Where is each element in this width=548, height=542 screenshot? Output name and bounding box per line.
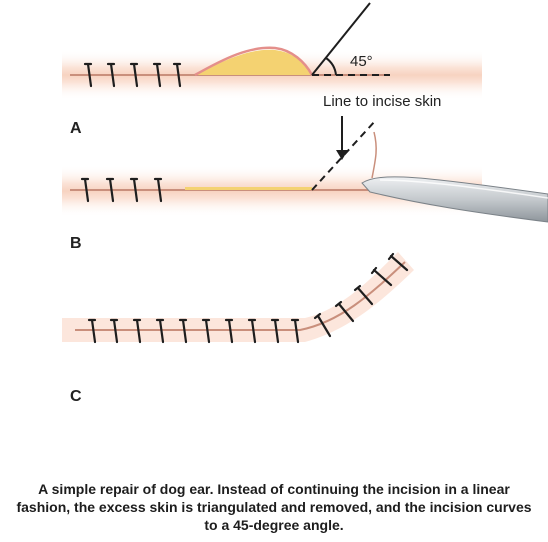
suture-group-a	[83, 62, 182, 88]
fat-strip-b	[185, 187, 312, 190]
panel-c	[62, 252, 414, 344]
suture	[109, 318, 119, 344]
suture-group-b	[80, 177, 163, 203]
suture	[224, 318, 234, 344]
suture	[178, 318, 188, 344]
panel-b	[62, 119, 548, 223]
suture	[80, 177, 90, 203]
dog-ear-repair-illustration: 45° Line to incise skin	[62, 2, 548, 344]
suture	[370, 266, 393, 287]
suture	[270, 318, 280, 344]
suture	[353, 284, 374, 306]
suture	[334, 300, 355, 323]
suture	[290, 318, 300, 344]
incision-line-c	[75, 261, 406, 331]
suture	[155, 318, 165, 344]
suture	[132, 318, 142, 344]
suture	[201, 318, 211, 344]
scalpel-blade	[361, 176, 548, 223]
suture	[87, 318, 97, 344]
suture	[172, 62, 182, 88]
panel-label-a: A	[70, 120, 82, 137]
scalpel	[361, 176, 548, 223]
suture	[313, 312, 332, 338]
panel-label-b: B	[70, 235, 82, 252]
suture-group-c	[87, 252, 409, 344]
suture	[129, 177, 139, 203]
suture	[247, 318, 257, 344]
cut-flap-line-b	[371, 131, 377, 179]
suture	[152, 62, 162, 88]
angle-arc-a	[325, 57, 337, 76]
scalpel-highlight	[379, 179, 548, 199]
skin-band-c	[62, 252, 414, 342]
dog-ear-fat-a	[195, 49, 312, 75]
suture	[105, 177, 115, 203]
figure-caption: A simple repair of dog ear. Instead of c…	[16, 481, 532, 533]
panel-label-c: C	[70, 388, 82, 405]
suture	[106, 62, 116, 88]
suture	[83, 62, 93, 88]
planned-incision-dashed-b	[311, 119, 377, 191]
suture	[153, 177, 163, 203]
angle-line-a	[311, 2, 371, 76]
angle-label: 45°	[350, 53, 373, 70]
panel-a: 45° Line to incise skin	[62, 2, 482, 160]
incision-line-label: Line to incise skin	[323, 93, 441, 110]
suture	[129, 62, 139, 88]
suture	[387, 252, 409, 272]
dog-ear-edge-a	[194, 46, 314, 77]
